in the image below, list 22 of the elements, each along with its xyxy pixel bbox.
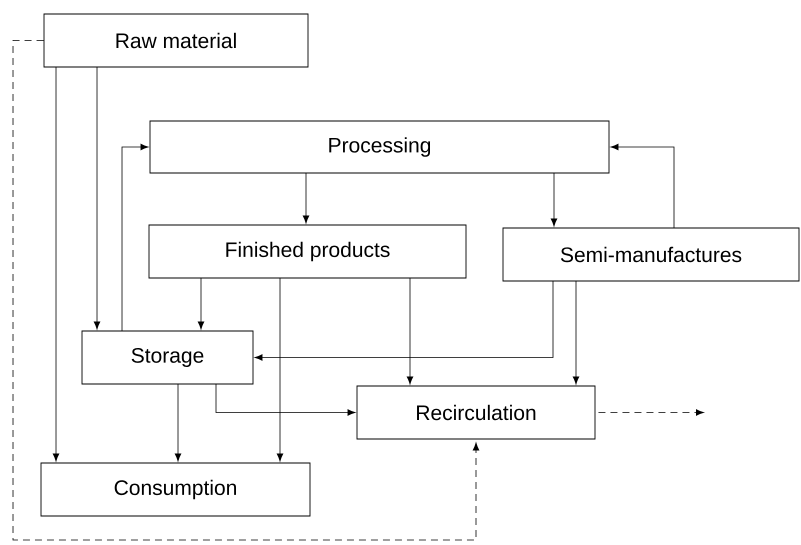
arrow [406,278,414,384]
process-box: Raw material [44,14,308,68]
arrow [598,409,704,416]
process-box: Finished products [148,224,466,278]
arrow [572,281,580,384]
arrow [12,40,480,540]
process-box: Consumption [40,462,310,516]
arrow [276,278,284,462]
arrow [174,384,182,462]
arrow [254,281,554,361]
arrow [52,67,60,462]
arrow [610,144,674,228]
process-box: Recirculation [356,386,596,440]
process-box: Semi-manufactures [502,228,800,282]
process-box: Storage [82,330,254,384]
arrow [302,173,310,224]
arrow [198,278,204,330]
arrow [216,384,356,416]
arrow [550,173,558,226]
arrow [122,144,148,331]
process-box: Processing [150,120,610,174]
arrow [94,67,100,330]
